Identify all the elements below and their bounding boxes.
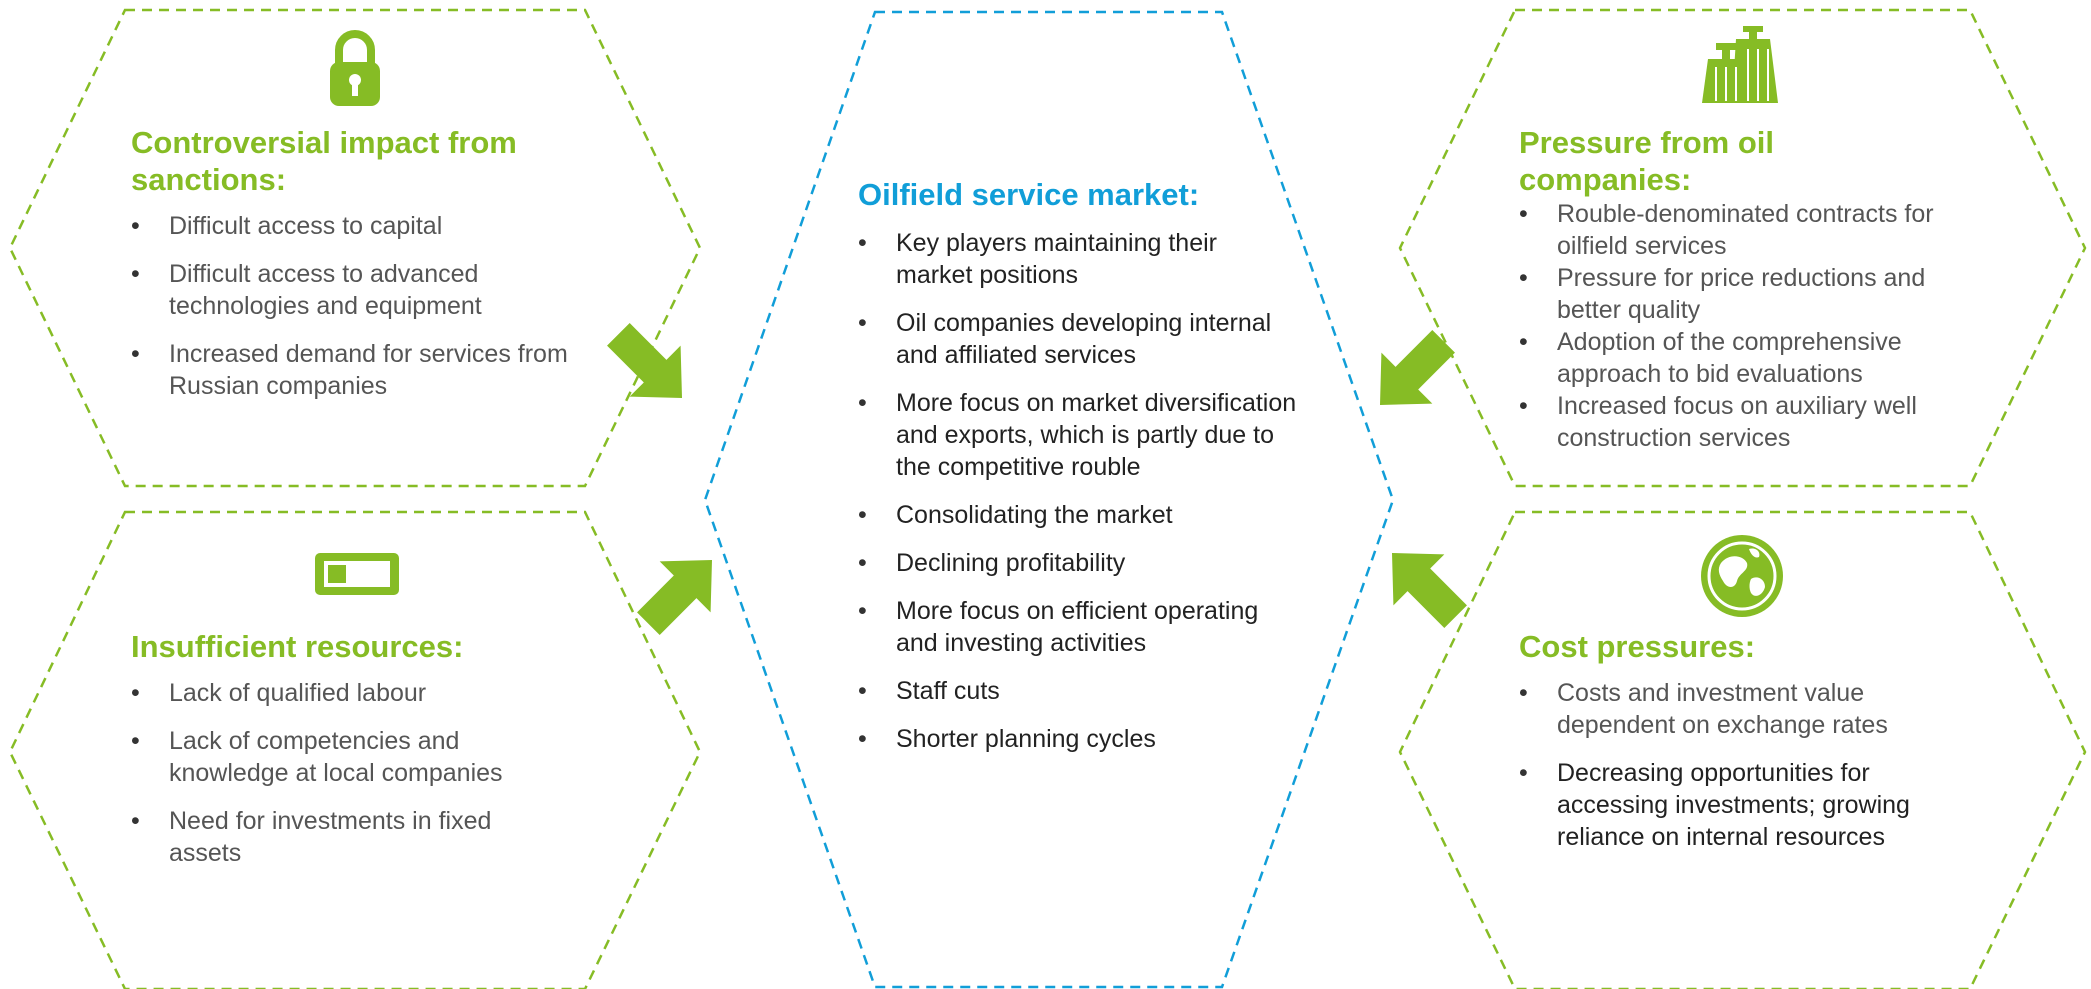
- battery-icon: [315, 553, 399, 595]
- list-item: Lack of competencies and knowledge at lo…: [131, 725, 561, 789]
- list-item: Key players maintaining their market pos…: [858, 227, 1298, 291]
- arrow-top-left: [607, 323, 682, 398]
- center-list: Key players maintaining their market pos…: [858, 227, 1298, 755]
- oil-companies-title: Pressure from oil companies:: [1519, 125, 1774, 197]
- list-item: More focus on market diversification and…: [858, 387, 1298, 483]
- list-item: Declining profitability: [858, 547, 1298, 579]
- arrow-bottom-left: [637, 560, 712, 635]
- panel-oil-companies: Pressure from oil companies: Rouble-deno…: [1519, 124, 1969, 454]
- list-item: Oil companies developing internal and af…: [858, 307, 1298, 371]
- list-item: Staff cuts: [858, 675, 1298, 707]
- list-item: Pressure for price reductions and better…: [1519, 262, 1969, 326]
- list-item: Costs and investment value dependent on …: [1519, 677, 1959, 741]
- resources-list: Lack of qualified labour Lack of compete…: [131, 677, 561, 869]
- list-item: Consolidating the market: [858, 499, 1298, 531]
- list-item: More focus on efficient operating and in…: [858, 595, 1298, 659]
- costs-title: Cost pressures:: [1519, 629, 1756, 664]
- list-item: Lack of qualified labour: [131, 677, 561, 709]
- list-item: Increased demand for services from Russi…: [131, 338, 571, 402]
- hexagon-top-left: [8, 8, 702, 488]
- padlock-icon: [330, 30, 380, 106]
- list-item: Increased focus on auxiliary well constr…: [1519, 390, 1969, 454]
- sanctions-list: Difficult access to capital Difficult ac…: [131, 210, 571, 402]
- hexagon-bottom-right: [1398, 510, 2087, 989]
- oil-companies-list: Rouble-denominated contracts for oilfiel…: [1519, 198, 1969, 454]
- costs-list: Costs and investment value dependent on …: [1519, 677, 1959, 853]
- hexagon-top-right: [1398, 8, 2087, 488]
- list-item: Need for investments in fixed assets: [131, 805, 561, 869]
- list-item: Difficult access to capital: [131, 210, 571, 242]
- arrow-bottom-right: [1392, 553, 1467, 628]
- hexagon-bottom-left: [8, 510, 702, 989]
- globe-icon: [1701, 535, 1783, 617]
- list-item: Decreasing opportunities for accessing i…: [1519, 757, 1959, 853]
- resources-title: Insufficient resources:: [131, 629, 464, 664]
- arrow-top-right: [1380, 330, 1455, 405]
- panel-resources: Insufficient resources: Lack of qualifie…: [131, 628, 561, 869]
- panel-cost-pressures: Cost pressures: Costs and investment val…: [1519, 628, 1959, 853]
- hexagon-center: [703, 10, 1395, 989]
- list-item: Difficult access to advanced technologie…: [131, 258, 571, 322]
- list-item: Shorter planning cycles: [858, 723, 1298, 755]
- panel-sanctions: Controversial impact from sanctions: Dif…: [131, 124, 571, 402]
- list-item: Rouble-denominated contracts for oilfiel…: [1519, 198, 1969, 262]
- panel-oilfield-market: Oilfield service market: Key players mai…: [858, 176, 1298, 755]
- list-item: Adoption of the comprehensive approach t…: [1519, 326, 1969, 390]
- center-title: Oilfield service market:: [858, 177, 1200, 212]
- sanctions-title: Controversial impact from sanctions:: [131, 125, 517, 197]
- weights-icon: [1702, 26, 1778, 103]
